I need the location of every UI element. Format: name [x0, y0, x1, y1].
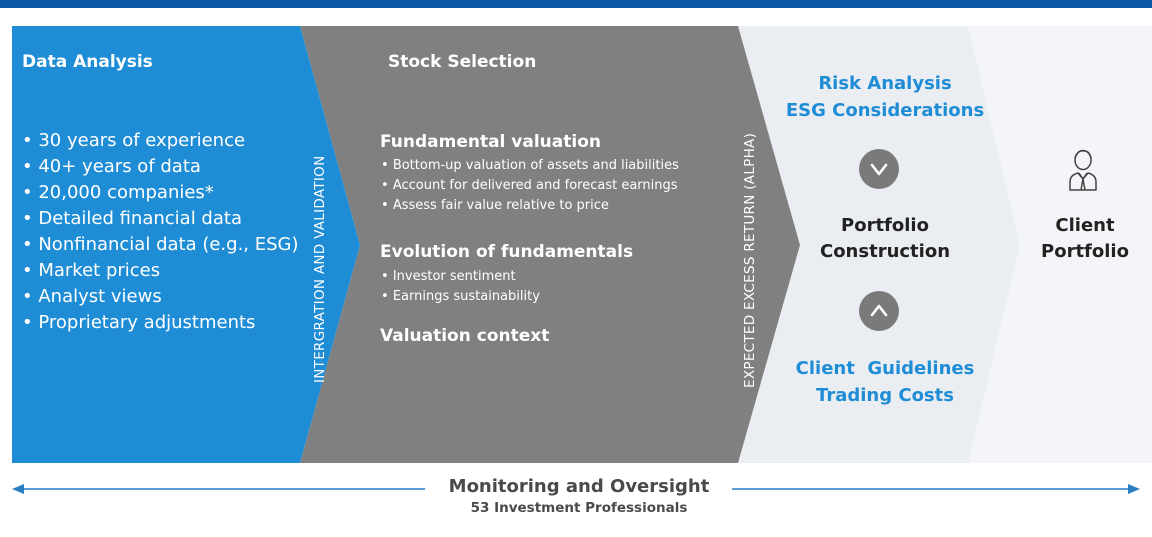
- evolution-of-fundamentals-heading: Evolution of fundamentals: [380, 242, 634, 262]
- client-line: Client: [1055, 215, 1115, 236]
- monitoring-double-arrow: [12, 484, 1140, 494]
- integration-validation-label: INTERGRATION AND VALIDATION: [312, 155, 328, 384]
- fundamental-valuation-list: Bottom-up valuation of assets and liabil…: [381, 156, 679, 216]
- portfolio-construction-label: Portfolio Construction: [790, 213, 980, 265]
- stock-selection-title: Stock Selection: [388, 52, 537, 72]
- portfolio-line: Portfolio: [841, 215, 929, 236]
- stock-selection-arrow-shape: [300, 26, 800, 463]
- construction-line: Construction: [819, 241, 951, 262]
- client-guidelines-label: Client Guidelines: [795, 358, 975, 379]
- list-item: Investor sentiment: [381, 267, 540, 287]
- list-item: Bottom-up valuation of assets and liabil…: [381, 156, 679, 176]
- client-portfolio-arrow-shape: [968, 26, 1152, 463]
- list-item: Nonfinancial data (e.g., ESG): [22, 232, 298, 258]
- top-accent-bar: [0, 0, 1152, 8]
- list-item: Account for delivered and forecast earni…: [381, 176, 679, 196]
- list-item: Earnings sustainability: [381, 287, 540, 307]
- portfolio-construction-arrow-shape: [738, 26, 1020, 463]
- data-analysis-list: 30 years of experience 40+ years of data…: [22, 128, 299, 336]
- portfolio-line: Portfolio: [1041, 241, 1129, 262]
- list-item: 20,000 companies*: [22, 180, 299, 206]
- list-item: Analyst views: [22, 284, 299, 310]
- valuation-context-heading: Valuation context: [380, 326, 550, 346]
- client-portfolio-label: Client Portfolio: [1030, 213, 1140, 265]
- evolution-of-fundamentals-list: Investor sentiment Earnings sustainabili…: [381, 267, 540, 307]
- list-item: Market prices: [22, 258, 299, 284]
- guidelines-trading-costs: Client Guidelines Trading Costs: [770, 355, 1000, 409]
- monitoring-subtitle: 53 Investment Professionals: [470, 500, 688, 516]
- list-item: Proprietary adjustments: [22, 310, 299, 336]
- list-item: 30 years of experience: [22, 128, 299, 154]
- list-item: Detailed financial data: [22, 206, 299, 232]
- monitoring-footer: Monitoring and Oversight 53 Investment P…: [426, 475, 732, 517]
- risk-esg-considerations: Risk Analysis ESG Considerations: [770, 70, 1000, 124]
- monitoring-title: Monitoring and Oversight: [448, 476, 710, 497]
- chevron-up-icon: [859, 291, 899, 331]
- fundamental-valuation-heading: Fundamental valuation: [380, 132, 601, 152]
- person-icon: [1068, 148, 1098, 196]
- trading-costs-label: Trading Costs: [816, 385, 954, 406]
- risk-analysis-label: Risk Analysis: [818, 73, 952, 94]
- data-analysis-title: Data Analysis: [22, 52, 153, 72]
- chevron-down-icon: [859, 149, 899, 189]
- expected-excess-return-label: EXPECTED EXCESS RETURN (ALPHA): [742, 132, 758, 388]
- list-item: 40+ years of data: [22, 154, 299, 180]
- list-item: Assess fair value relative to price: [381, 196, 679, 216]
- esg-considerations-label: ESG Considerations: [785, 100, 985, 121]
